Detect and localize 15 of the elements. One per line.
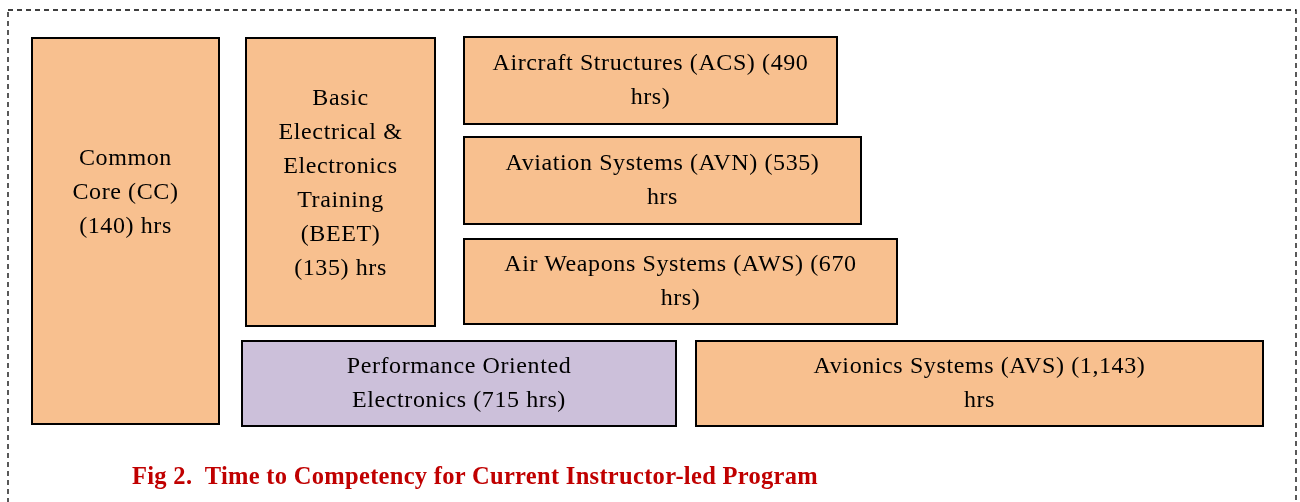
course-box bbox=[695, 340, 1264, 427]
course-label: Performance Oriented Electronics (715 hrs) bbox=[345, 350, 573, 414]
course-label: Air Weapons Systems (AWS) (670 hrs) bbox=[503, 248, 858, 312]
course-label: Common Core (CC) (140) hrs bbox=[71, 143, 180, 240]
course-box bbox=[31, 37, 220, 425]
course-box bbox=[463, 136, 862, 225]
figure-caption: Fig 2. Time to Competency for Current Instructor-led Program bbox=[132, 462, 819, 490]
course-label: Aviation Systems (AVN) (535) hrs bbox=[504, 147, 821, 211]
course-box bbox=[241, 340, 677, 427]
course-box bbox=[463, 36, 838, 125]
course-box bbox=[463, 238, 898, 325]
course-label: Basic Electrical & Electronics Training (BEET) (135) hrs bbox=[278, 83, 403, 282]
course-label: Aircraft Structures (ACS) (490 hrs) bbox=[491, 47, 810, 111]
course-box bbox=[245, 37, 436, 327]
course-label: Avionics Systems (AVS) (1,143) hrs bbox=[812, 350, 1147, 414]
